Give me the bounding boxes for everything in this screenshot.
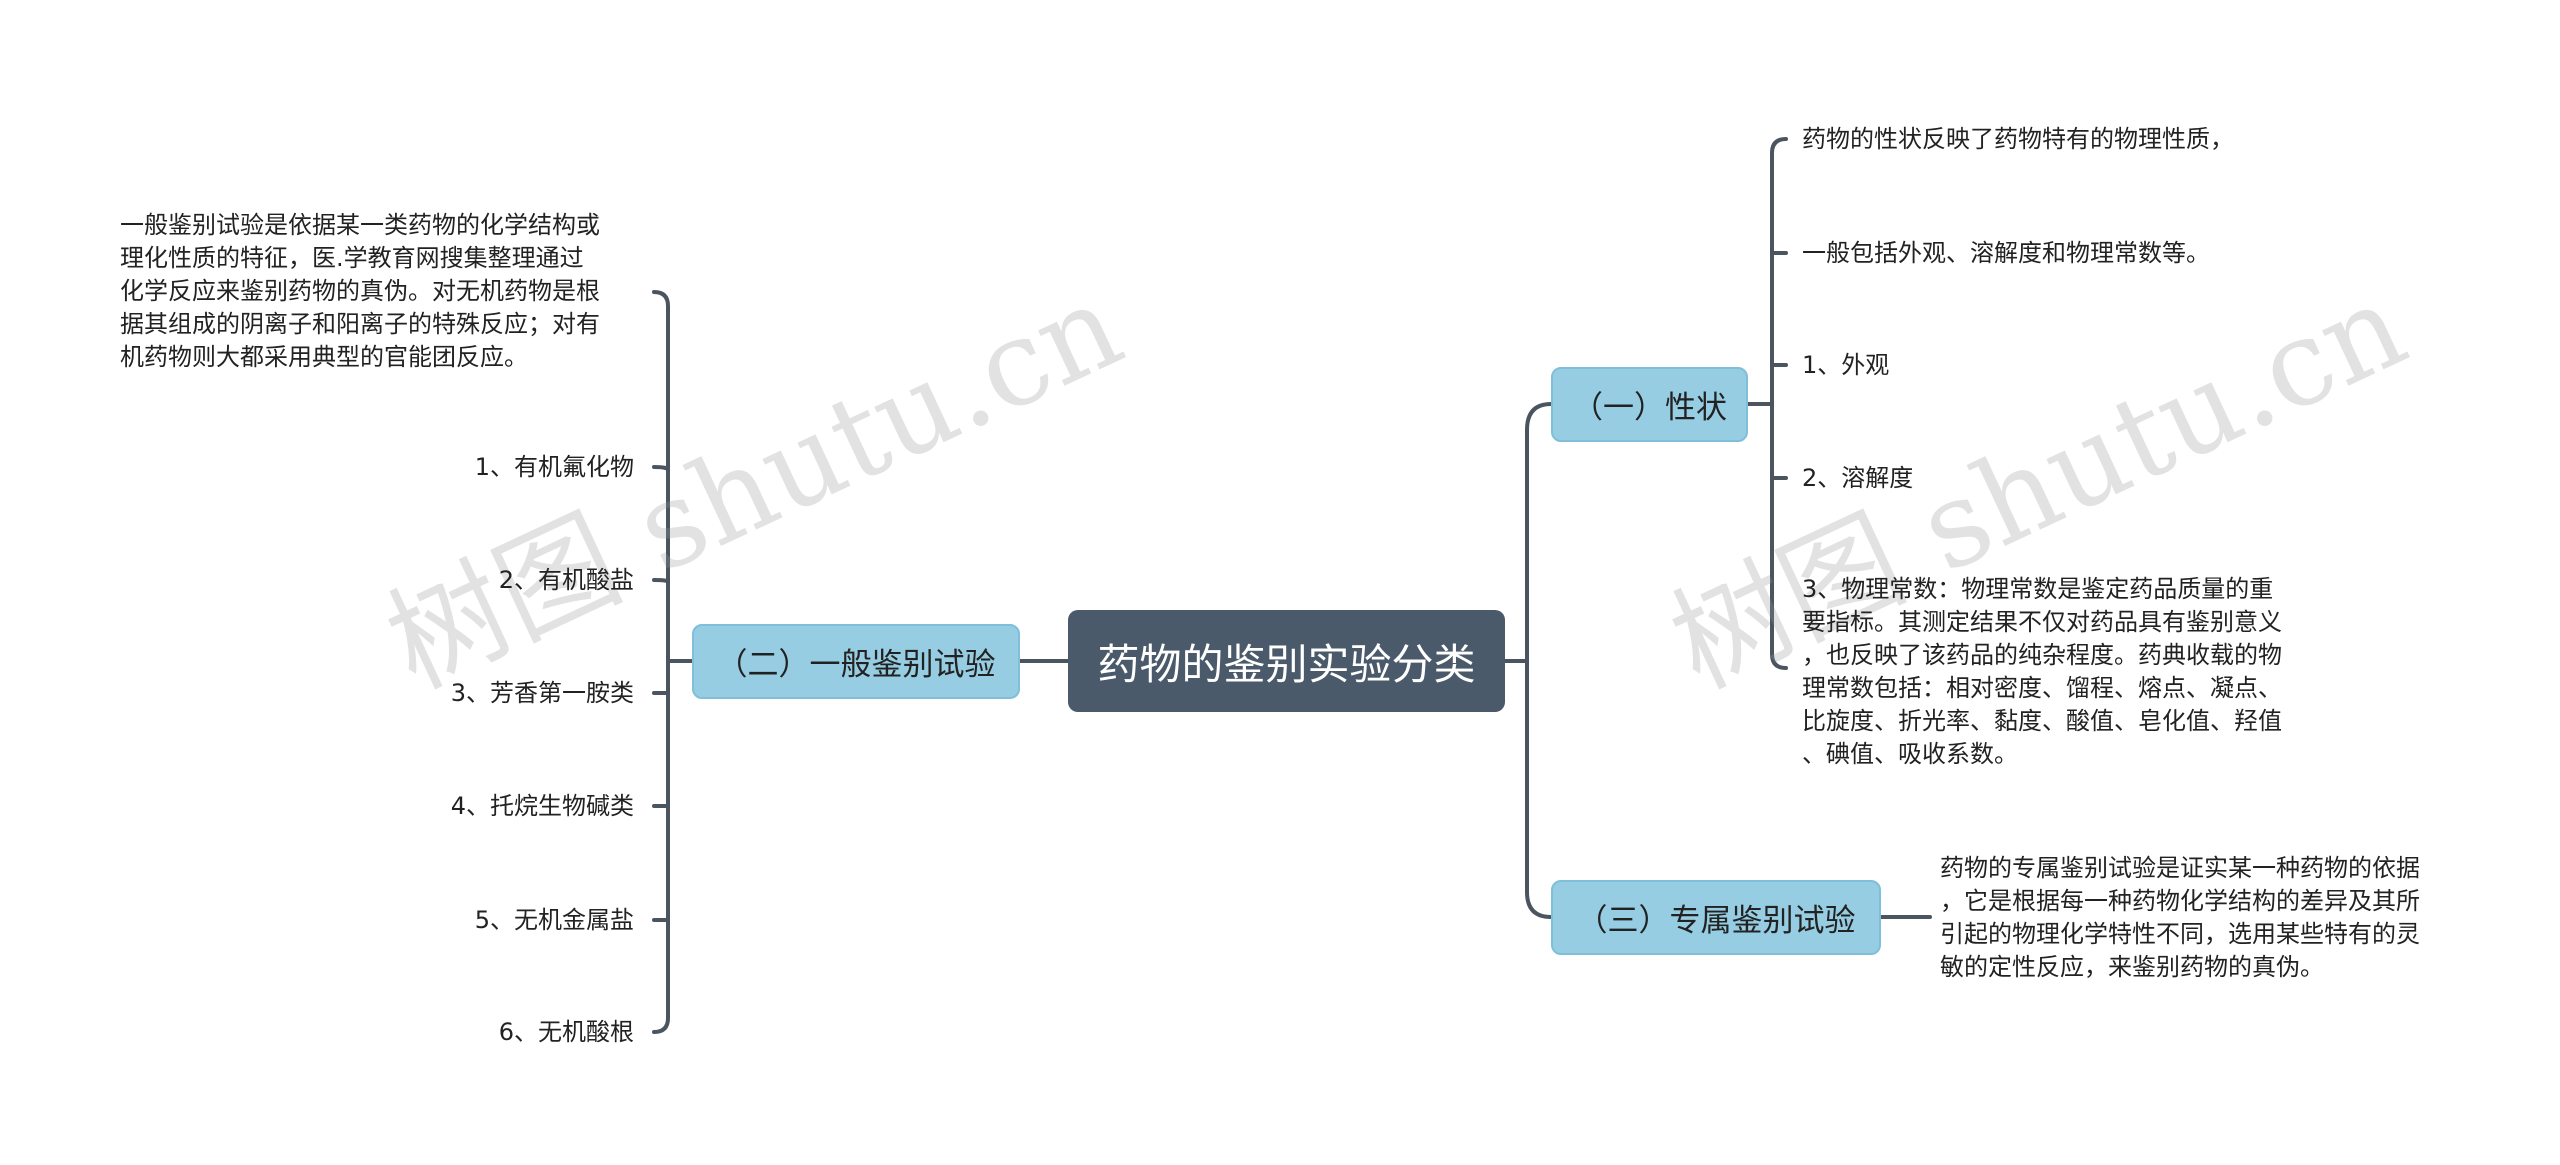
leaf-yiban-intro-line: 机药物则大都采用典型的官能团反应。 bbox=[120, 343, 528, 371]
leaf-xingzhuang-5[interactable]: 3、物理常数：物理常数是鉴定药品质量的重 要指标。其测定结果不仅对药品具有鉴别意… bbox=[1802, 573, 2282, 771]
leaf-xingzhuang-1[interactable]: 药物的性状反映了药物特有的物理性质， bbox=[1802, 125, 2234, 153]
branch-zhuanshu-label: （三）专属鉴别试验 bbox=[1576, 903, 1856, 939]
leaf-zhuanshu-desc-line: 引起的物理化学特性不同，选用某些特有的灵 bbox=[1940, 920, 2420, 948]
branch-yiban-label: （二）一般鉴别试验 bbox=[716, 647, 996, 683]
leaf-yiban-1[interactable]: 1、有机氟化物 bbox=[474, 453, 634, 481]
leaf-yiban-intro-line: 据其组成的阴离子和阳离子的特殊反应；对有 bbox=[120, 310, 600, 338]
branch-xingzhuang[interactable]: （一）性状 bbox=[1551, 367, 1748, 442]
leaf-yiban-intro-line: 化学反应来鉴别药物的真伪。对无机药物是根 bbox=[120, 277, 600, 305]
connector-yiban-item2 bbox=[652, 578, 670, 584]
leaf-yiban-6[interactable]: 6、无机酸根 bbox=[498, 1018, 634, 1046]
leaf-zhuanshu-desc-line: ，它是根据每一种药物化学结构的差异及其所 bbox=[1940, 887, 2420, 915]
leaf-xingzhuang-4[interactable]: 2、溶解度 bbox=[1802, 464, 1914, 492]
root-label: 药物的鉴别实验分类 bbox=[1097, 639, 1476, 689]
leaf-yiban-intro-line: 一般鉴别试验是依据某一类药物的化学结构或 bbox=[120, 211, 600, 239]
leaf-yiban-intro[interactable]: 一般鉴别试验是依据某一类药物的化学结构或 理化性质的特征，医.学教育网搜集整理通… bbox=[120, 209, 600, 374]
leaf-zhuanshu-desc[interactable]: 药物的专属鉴别试验是证实某一种药物的依据 ，它是根据每一种药物化学结构的差异及其… bbox=[1940, 852, 2420, 984]
leaf-xingzhuang-5-line: 、碘值、吸收系数。 bbox=[1802, 740, 2018, 768]
leaf-zhuanshu-desc-line: 药物的专属鉴别试验是证实某一种药物的依据 bbox=[1940, 854, 2420, 882]
branch-yiban[interactable]: （二）一般鉴别试验 bbox=[692, 624, 1020, 699]
leaf-yiban-4[interactable]: 4、托烷生物碱类 bbox=[450, 792, 634, 820]
leaf-zhuanshu-desc-line: 敏的定性反应，来鉴别药物的真伪。 bbox=[1940, 953, 2324, 981]
leaf-xingzhuang-3[interactable]: 1、外观 bbox=[1802, 351, 1890, 379]
leaf-xingzhuang-5-line: 理常数包括：相对密度、馏程、熔点、凝点、 bbox=[1802, 674, 2282, 702]
leaf-yiban-2[interactable]: 2、有机酸盐 bbox=[498, 566, 634, 594]
leaf-xingzhuang-5-line: 要指标。其测定结果不仅对药品具有鉴别意义 bbox=[1802, 608, 2282, 636]
leaf-yiban-3[interactable]: 3、芳香第一胺类 bbox=[450, 679, 634, 707]
root-node[interactable]: 药物的鉴别实验分类 bbox=[1068, 610, 1505, 712]
leaf-xingzhuang-5-line: 比旋度、折光率、黏度、酸值、皂化值、羟值 bbox=[1802, 707, 2282, 735]
connector-yiban-trunk bbox=[652, 290, 670, 1034]
leaf-xingzhuang-5-line: ，也反映了该药品的纯杂程度。药典收载的物 bbox=[1802, 641, 2282, 669]
connector-xingzhuang-trunk bbox=[1770, 137, 1788, 670]
branch-zhuanshu[interactable]: （三）专属鉴别试验 bbox=[1551, 880, 1881, 955]
branch-xingzhuang-label: （一）性状 bbox=[1572, 390, 1727, 426]
connector-yiban-item1 bbox=[652, 465, 670, 472]
connector-right-trunk bbox=[1525, 402, 1553, 919]
leaf-yiban-intro-line: 理化性质的特征，医.学教育网搜集整理通过 bbox=[120, 244, 584, 272]
leaf-xingzhuang-2[interactable]: 一般包括外观、溶解度和物理常数等。 bbox=[1802, 239, 2210, 267]
leaf-xingzhuang-5-line: 3、物理常数：物理常数是鉴定药品质量的重 bbox=[1802, 575, 2274, 603]
leaf-yiban-5[interactable]: 5、无机金属盐 bbox=[474, 906, 634, 934]
